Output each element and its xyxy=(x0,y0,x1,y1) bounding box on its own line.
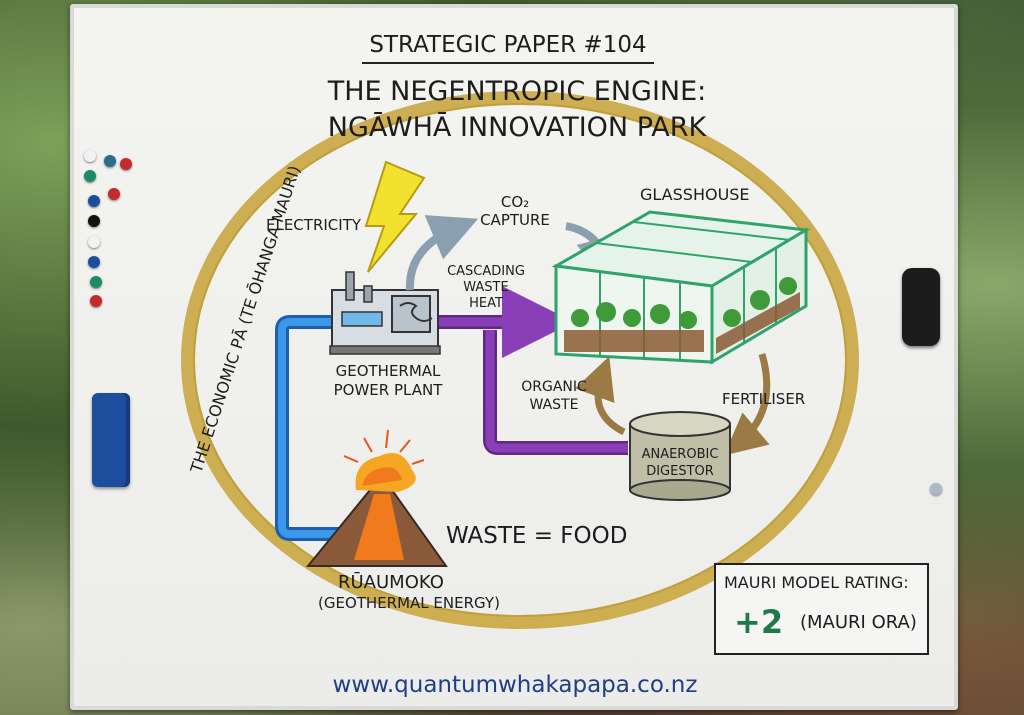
paper-number-heading: STRATEGIC PAPER #104 xyxy=(369,32,647,58)
whiteboard-eraser-blue[interactable] xyxy=(92,393,130,487)
magnet xyxy=(88,195,100,207)
website-url[interactable]: www.quantumwhakapapa.co.nz xyxy=(332,672,698,698)
volcano-illustration xyxy=(305,429,448,567)
ruaumoko-name: RŪAUMOKO xyxy=(338,572,444,593)
magnet xyxy=(84,170,96,182)
main-title-line1: THE NEGENTROPIC ENGINE: xyxy=(327,76,707,107)
fertiliser-arrow xyxy=(723,353,771,456)
organic-waste-arrow xyxy=(575,356,626,436)
main-title-line2: NGĀWHĀ INNOVATION PARK xyxy=(327,112,707,143)
geothermal-power-plant xyxy=(329,271,441,355)
power-plant-text: POWER PLANT xyxy=(333,381,443,399)
organic-waste-text: WASTE xyxy=(529,397,579,413)
rating-descriptor: (MAURI ORA) xyxy=(800,612,917,633)
magnet xyxy=(88,256,100,268)
glasshouse-illustration xyxy=(551,210,811,365)
cascading-label: CASCADING xyxy=(447,264,525,279)
power-plant-label: GEOTHERMAL POWER PLANT xyxy=(318,362,458,400)
fertiliser-label: FERTILISER xyxy=(722,390,806,408)
digestor-text: DIGESTOR xyxy=(646,464,714,479)
magnet xyxy=(90,276,102,288)
ruaumoko-label: RŪAUMOKO (GEOTHERMAL ENERGY) xyxy=(300,572,530,613)
co2-capture-label: CO₂ CAPTURE xyxy=(470,193,560,229)
waste-label: WASTE xyxy=(463,280,509,295)
magnet xyxy=(88,215,100,227)
magnet xyxy=(88,236,100,248)
anaerobic-label: ANAEROBIC xyxy=(641,447,719,462)
capture-label: CAPTURE xyxy=(480,211,550,229)
co2-arrow xyxy=(405,215,479,291)
co2-label: CO₂ xyxy=(500,193,530,211)
magnet xyxy=(84,150,96,162)
magnet xyxy=(90,295,102,307)
heat-label: HEAT xyxy=(469,296,503,311)
magnet xyxy=(108,188,120,200)
geothermal-label: GEOTHERMAL xyxy=(335,362,441,380)
rating-value: +2 xyxy=(734,603,784,641)
waste-equals-food-label: WASTE = FOOD xyxy=(446,523,628,549)
lightning-bolt-icon xyxy=(364,160,426,273)
magnet xyxy=(120,158,132,170)
title-underline xyxy=(362,62,654,64)
rating-label: MAURI MODEL RATING: xyxy=(724,573,909,592)
glasshouse-label: GLASSHOUSE xyxy=(640,185,750,204)
organic-waste-label: ORGANIC WASTE xyxy=(508,378,600,414)
electricity-label: ELECTRICITY xyxy=(266,216,362,234)
magnet xyxy=(104,155,116,167)
mauri-rating-box: MAURI MODEL RATING: +2 (MAURI ORA) xyxy=(714,563,929,655)
organic-label: ORGANIC xyxy=(521,379,587,395)
whiteboard-eraser-black[interactable] xyxy=(902,268,940,346)
geothermal-energy-caption: (GEOTHERMAL ENERGY) xyxy=(318,594,500,612)
economic-pa-ring xyxy=(181,91,859,629)
anaerobic-digestor-tank xyxy=(629,411,731,501)
digestor-label: ANAEROBIC DIGESTOR xyxy=(630,446,730,480)
cascading-waste-heat-label: CASCADING WASTE HEAT xyxy=(438,264,534,312)
magnet xyxy=(930,483,942,495)
